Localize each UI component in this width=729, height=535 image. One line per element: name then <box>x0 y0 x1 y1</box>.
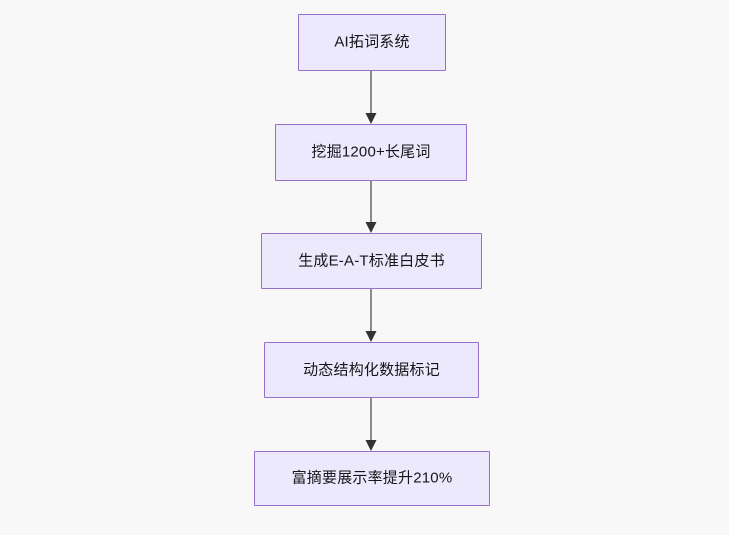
flowchart-node-ai-keyword-system[interactable]: AI拓词系统 <box>298 14 446 71</box>
flowchart-node-dynamic-structured-data-markup[interactable]: 动态结构化数据标记 <box>264 342 479 398</box>
edge-node3-node4 <box>365 287 377 342</box>
edge-node2-node3 <box>365 179 377 233</box>
flowchart-node-mine-longtail-keywords[interactable]: 挖掘1200+长尾词 <box>275 124 467 181</box>
node-label: 生成E-A-T标准白皮书 <box>298 252 445 269</box>
node-label: 动态结构化数据标记 <box>303 361 440 378</box>
node-label: 挖掘1200+长尾词 <box>311 143 431 161</box>
edge-node4-node5 <box>365 396 377 451</box>
flowchart-node-generate-eat-whitepaper[interactable]: 生成E-A-T标准白皮书 <box>261 233 482 289</box>
node-label: 富摘要展示率提升210% <box>291 469 453 487</box>
edge-node1-node2 <box>365 69 377 124</box>
flowchart-node-rich-snippet-rate-increase[interactable]: 富摘要展示率提升210% <box>254 451 490 506</box>
node-label: AI拓词系统 <box>334 33 410 51</box>
